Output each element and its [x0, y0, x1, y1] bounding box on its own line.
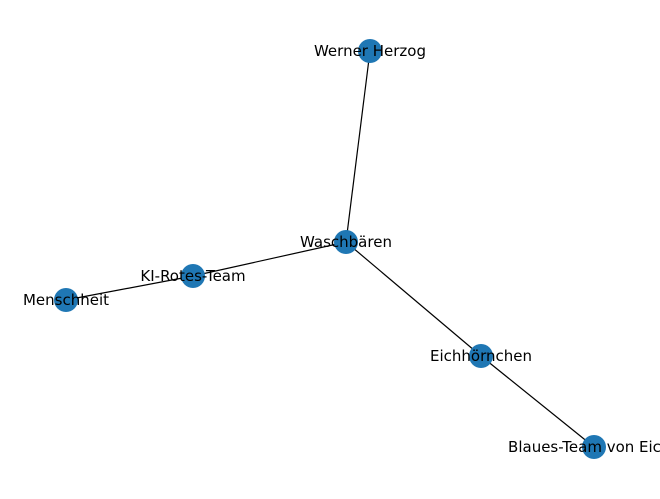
node-waschbaeren	[334, 230, 358, 254]
node-menschheit	[54, 288, 78, 312]
node-blaues	[582, 435, 606, 459]
node-label-waschbaeren: Waschbären	[300, 233, 392, 251]
node-ki	[181, 264, 205, 288]
edge-waschbaeren-eichhoernchen	[345, 241, 482, 357]
edge-eichhoernchen-blaues	[480, 355, 595, 448]
node-label-blaues: Blaues-Team von Eichh	[508, 438, 660, 456]
node-label-werner: Werner Herzog	[314, 42, 426, 60]
node-werner	[358, 39, 382, 63]
edges-layer	[65, 50, 595, 448]
node-eichhoernchen	[469, 344, 493, 368]
node-label-menschheit: Menschheit	[23, 291, 109, 309]
labels-layer: Werner HerzogWaschbärenKI-Rotes-TeamMens…	[23, 42, 660, 456]
node-label-eichhoernchen: Eichhörnchen	[430, 347, 532, 365]
nodes-layer	[54, 39, 606, 459]
node-label-ki: KI-Rotes-Team	[140, 267, 245, 285]
edge-werner-waschbaeren	[345, 50, 371, 243]
edge-waschbaeren-ki	[192, 241, 347, 277]
edge-ki-menschheit	[65, 275, 194, 301]
